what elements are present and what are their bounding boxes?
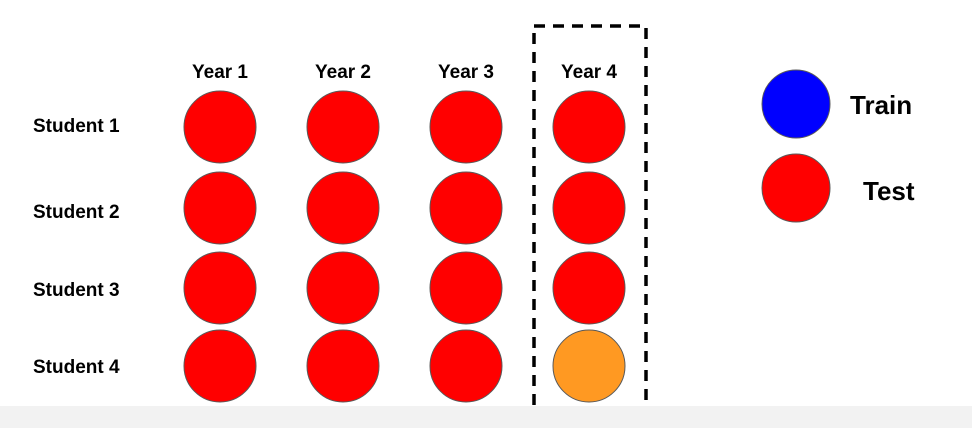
circle-student-4-year-4 bbox=[552, 329, 626, 403]
legend: Train Test bbox=[761, 69, 915, 223]
circle-student-3-year-1 bbox=[183, 251, 257, 325]
circle-student-4-year-2 bbox=[306, 329, 380, 403]
legend-label-train: Train bbox=[850, 90, 912, 120]
column-header-year-1: Year 1 bbox=[192, 62, 248, 83]
column-header-year-3: Year 3 bbox=[438, 62, 494, 83]
legend-label-test: Test bbox=[863, 176, 915, 206]
circle-student-4-year-1 bbox=[183, 329, 257, 403]
circle-student-3-year-2 bbox=[306, 251, 380, 325]
circle-student-3-year-3 bbox=[429, 251, 503, 325]
legend-swatch-train bbox=[761, 69, 831, 139]
row-label-student-4: Student 4 bbox=[33, 357, 120, 378]
circle-student-4-year-3 bbox=[429, 329, 503, 403]
circle-student-1-year-3 bbox=[429, 90, 503, 164]
footer-band bbox=[0, 406, 972, 428]
column-header-year-4: Year 4 bbox=[561, 62, 617, 83]
circle-student-2-year-3 bbox=[429, 171, 503, 245]
circle-student-1-year-2 bbox=[306, 90, 380, 164]
row-label-student-2: Student 2 bbox=[33, 202, 120, 223]
circle-student-3-year-4 bbox=[552, 251, 626, 325]
circle-student-1-year-1 bbox=[183, 90, 257, 164]
legend-swatch-test bbox=[761, 153, 831, 223]
circle-grid bbox=[183, 90, 626, 403]
row-label-student-1: Student 1 bbox=[33, 116, 120, 137]
circle-student-2-year-2 bbox=[306, 171, 380, 245]
circle-student-2-year-1 bbox=[183, 171, 257, 245]
column-header-year-2: Year 2 bbox=[315, 62, 371, 83]
row-label-student-3: Student 3 bbox=[33, 280, 120, 301]
circle-student-1-year-4 bbox=[552, 90, 626, 164]
circle-student-2-year-4 bbox=[552, 171, 626, 245]
